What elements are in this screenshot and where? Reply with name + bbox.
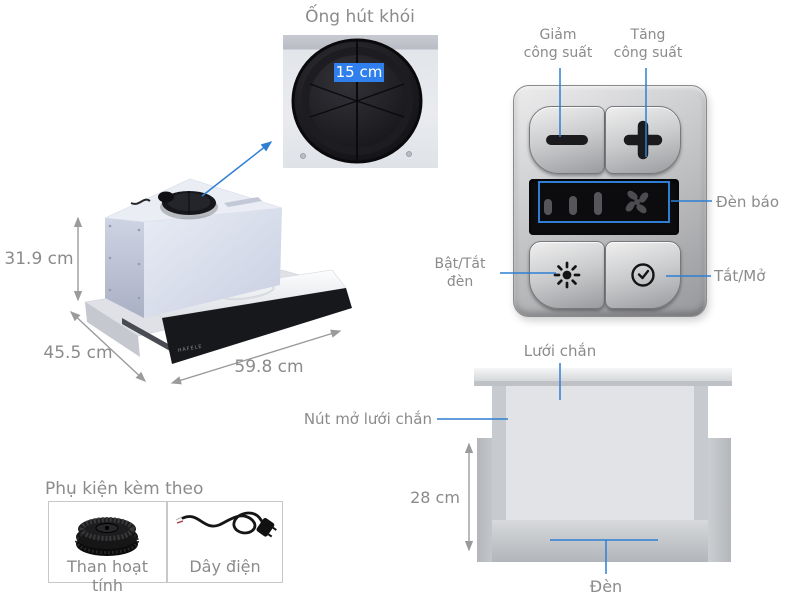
cabinet-right-wall	[704, 438, 731, 562]
timer-clock-icon	[631, 263, 655, 287]
increase-power-label: Tăng công suất	[613, 27, 683, 61]
accessory-cord-label: Dây điện	[189, 557, 261, 576]
height-dimension-label: 31.9 cm	[4, 249, 74, 269]
depth-dimension-label: 45.5 cm	[43, 343, 113, 363]
hood-top-plate	[474, 368, 732, 382]
range-hood-illustration: HAFELE	[84, 178, 352, 364]
decrease-power-button	[529, 106, 605, 174]
increase-power-button	[605, 106, 681, 174]
control-panel-photo	[513, 85, 707, 317]
lamp-label: Đèn	[589, 577, 623, 596]
minus-icon	[546, 135, 588, 145]
duct-closeup-photo	[283, 35, 438, 168]
accessories-divider	[166, 502, 168, 582]
drawer-front-panel	[162, 288, 352, 364]
decrease-power-label: Giảm công suất	[523, 27, 593, 61]
mesh-button-label: Nút mở lưới chắn	[303, 410, 432, 428]
mesh-label: Lưới chắn	[523, 342, 597, 360]
timer-label: Tắt/Mở	[714, 267, 766, 285]
plus-icon	[623, 120, 663, 160]
exhaust-duct	[162, 191, 216, 215]
indicator-label: Đèn báo	[716, 193, 780, 211]
duct-callout-title: Ống hút khói	[305, 7, 415, 27]
accessories-title: Phụ kiện kèm theo	[45, 479, 204, 499]
sun-icon	[553, 261, 581, 289]
brand-logo: HAFELE	[177, 344, 203, 354]
light-toggle-button	[529, 241, 605, 309]
underside-height-label: 28 cm	[410, 488, 460, 507]
lamp-panel	[492, 520, 708, 562]
accessory-carbon-label: Than hoạt tính	[67, 557, 148, 595]
hood-top-plate-edge	[474, 381, 732, 386]
timer-on-off-button	[605, 241, 681, 309]
indicator-display	[529, 179, 679, 235]
light-toggle-label: Bật/Tắt đèn	[434, 256, 486, 290]
duct-size-badge: 15 cm	[334, 63, 384, 82]
width-dimension-label: 59.8 cm	[234, 357, 304, 377]
duct-callout-arrow	[201, 141, 273, 197]
